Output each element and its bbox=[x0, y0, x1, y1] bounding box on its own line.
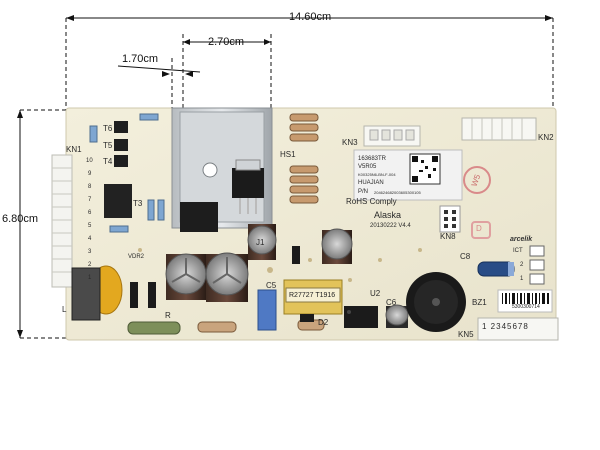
kn1-pin: 6 bbox=[88, 210, 92, 216]
side-pad-2: 2 bbox=[520, 262, 524, 268]
kn1-pin: 2 bbox=[88, 262, 92, 268]
kn1-pin: 10 bbox=[86, 158, 93, 164]
transistors bbox=[104, 121, 132, 218]
heatsink bbox=[171, 107, 273, 232]
kn1-label: KN1 bbox=[66, 145, 82, 154]
kn8-header bbox=[439, 205, 461, 233]
height-label: 6.80cm bbox=[2, 213, 39, 225]
barcode-sticker bbox=[497, 289, 553, 313]
solder-pads bbox=[138, 248, 422, 282]
label-line-3: K00325N6-BN-F-004 bbox=[358, 172, 396, 177]
test-pads bbox=[529, 245, 545, 285]
vdr2-label: VDR2 bbox=[128, 254, 145, 260]
kn1-pin: 3 bbox=[88, 249, 92, 255]
label-line-2: V5R05 bbox=[358, 164, 377, 170]
u2-ic bbox=[344, 306, 378, 328]
d2-label: D2 bbox=[318, 318, 329, 327]
manufacturer-line: RoHS Comply bbox=[346, 197, 397, 206]
kn5-pin-numbers: 1 2345678 bbox=[482, 322, 529, 331]
label-line-1: 163683TR bbox=[358, 156, 387, 162]
kn5-connector bbox=[477, 317, 559, 341]
serial-label bbox=[353, 149, 463, 201]
brand-logo: arcelik bbox=[510, 236, 533, 243]
t5-label: T5 bbox=[103, 141, 113, 150]
kn1-pin: 8 bbox=[88, 184, 92, 190]
l-label: L bbox=[62, 305, 67, 314]
r-label: R bbox=[165, 311, 171, 320]
c5-label: C5 bbox=[266, 281, 277, 290]
kn2-label: KN2 bbox=[538, 133, 554, 142]
buzzer bbox=[406, 272, 466, 332]
sticker-code: 5300300714 bbox=[512, 304, 540, 310]
transformer-text: R27727 T1916 bbox=[289, 292, 336, 299]
diode-1 bbox=[130, 282, 138, 308]
bz1-label: BZ1 bbox=[472, 298, 487, 307]
product-name: Alaska bbox=[374, 210, 402, 220]
kn1-pin: 4 bbox=[88, 236, 92, 242]
kn5-label: KN5 bbox=[458, 330, 474, 339]
d-stamp bbox=[471, 221, 491, 239]
label-line-4: HUAJIAN bbox=[358, 180, 384, 186]
label-pn-value: 204624682003605300105 bbox=[374, 190, 421, 195]
kn8-label: KN8 bbox=[440, 232, 456, 241]
side-pad-ict: ICT bbox=[513, 248, 523, 254]
kn1-pin: 5 bbox=[88, 223, 92, 229]
w5-stamp bbox=[463, 166, 491, 194]
c8-capacitor bbox=[477, 261, 515, 277]
t4-label: T4 bbox=[103, 157, 113, 166]
t3-label: T3 bbox=[133, 199, 143, 208]
diode-2 bbox=[148, 282, 156, 308]
u2-label: U2 bbox=[370, 289, 381, 298]
offset-label: 1.70cm bbox=[122, 53, 159, 65]
side-pad-1: 1 bbox=[520, 276, 524, 282]
c8-label: C8 bbox=[460, 252, 471, 261]
dimension-lines bbox=[17, 15, 554, 339]
d-label: D bbox=[476, 224, 482, 233]
total-width-label: 14.60cm bbox=[289, 11, 332, 23]
hs1-label: HS1 bbox=[280, 150, 296, 159]
kn3-connector bbox=[363, 125, 421, 147]
resistors bbox=[89, 113, 325, 335]
kn3-label: KN3 bbox=[342, 138, 358, 147]
label-pn-key: P/N bbox=[358, 189, 369, 195]
kn2-connector bbox=[461, 117, 537, 141]
diode-d7 bbox=[292, 246, 300, 264]
electrolytic-caps bbox=[165, 224, 409, 328]
l-inductor bbox=[71, 267, 101, 321]
date-code: 20130222 V4.4 bbox=[370, 223, 411, 229]
transformer bbox=[283, 279, 343, 315]
j1-label: J1 bbox=[256, 238, 265, 247]
diode-d2 bbox=[300, 314, 314, 322]
t6-label: T6 bbox=[103, 124, 113, 133]
c6-label: C6 bbox=[386, 298, 397, 307]
heatsink-width-label: 2.70cm bbox=[208, 36, 245, 48]
kn1-pin: 7 bbox=[88, 197, 92, 203]
c5-capacitor bbox=[257, 289, 277, 331]
kn1-pin: 1 bbox=[88, 275, 92, 281]
kn1-pin: 9 bbox=[88, 171, 92, 177]
kn1-connector bbox=[51, 154, 73, 288]
